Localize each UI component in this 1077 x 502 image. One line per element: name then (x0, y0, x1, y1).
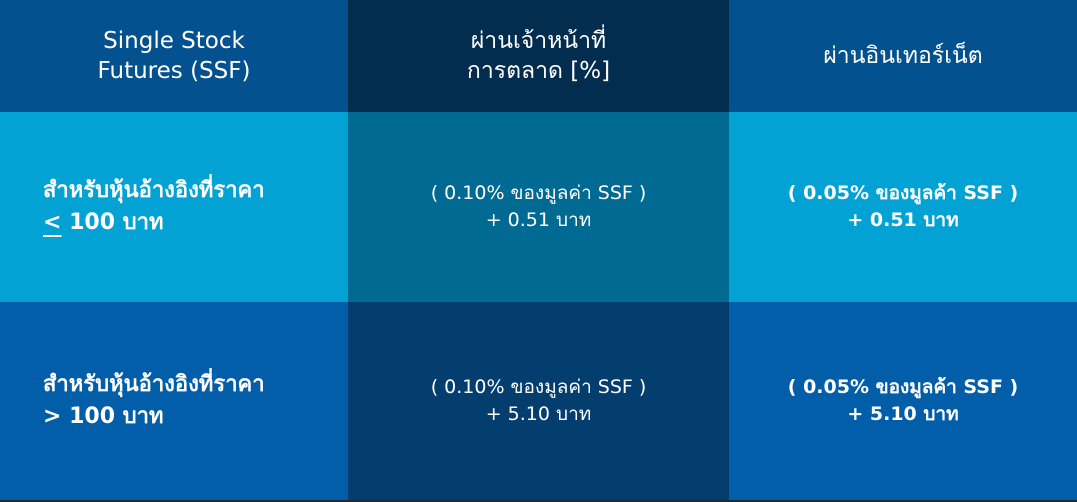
row2-label-line2: > 100 บาท (43, 401, 164, 433)
header-internet-line1: ผ่านอินเทอร์เน็ต (823, 43, 983, 69)
row1-label-line2: < 100 บาท (43, 207, 164, 239)
row2-officer-fee-cell: ( 0.10% ของมูลค่า SSF ) + 5.10 บาท (348, 302, 729, 500)
header-officer-line2: การตลาด [%] (466, 58, 611, 84)
header-product-line2: Futures (SSF) (97, 58, 251, 84)
row1-comparison-symbol: < (43, 210, 62, 235)
row1-officer-fee-line2: + 0.51 บาท (485, 209, 592, 231)
row2-internet-fee-line1: ( 0.05% ของมูลค้า SSF ) (787, 376, 1019, 398)
row2-label-price: 100 บาท (61, 404, 164, 429)
row2-officer-fee-line1: ( 0.10% ของมูลค่า SSF ) (430, 376, 647, 398)
row1-internet-fee-line2: + 0.51 บาท (847, 209, 959, 231)
row2-internet-fee-line2: + 5.10 บาท (847, 403, 959, 425)
row2-officer-fee-line2: + 5.10 บาท (485, 403, 592, 425)
row2-label-cell: สำหรับหุ้นอ้างอิงที่ราคา > 100 บาท (0, 302, 348, 500)
row1-officer-fee-line1: ( 0.10% ของมูลค่า SSF ) (430, 182, 647, 204)
row1-label-line1: สำหรับหุ้นอ้างอิงที่ราคา (43, 178, 265, 203)
row1-internet-fee-cell: ( 0.05% ของมูลค้า SSF ) + 0.51 บาท (729, 112, 1077, 302)
row2-internet-fee-cell: ( 0.05% ของมูลค้า SSF ) + 5.10 บาท (729, 302, 1077, 500)
header-cell-via-internet: ผ่านอินเทอร์เน็ต (729, 0, 1077, 112)
row1-label-price: 100 บาท (61, 210, 164, 235)
header-cell-product: Single Stock Futures (SSF) (0, 0, 348, 112)
row1-internet-fee-line1: ( 0.05% ของมูลค้า SSF ) (787, 182, 1019, 204)
row1-label-cell: สำหรับหุ้นอ้างอิงที่ราคา < 100 บาท (0, 112, 348, 302)
bottom-divider (0, 500, 1077, 502)
header-product-line1: Single Stock (103, 28, 245, 54)
row2-comparison-symbol: > (43, 404, 62, 429)
header-cell-via-officer: ผ่านเจ้าหน้าที่ การตลาด [%] (348, 0, 729, 112)
header-officer-line1: ผ่านเจ้าหน้าที่ (470, 28, 607, 54)
row2-label-line1: สำหรับหุ้นอ้างอิงที่ราคา (43, 372, 265, 397)
row1-officer-fee-cell: ( 0.10% ของมูลค่า SSF ) + 0.51 บาท (348, 112, 729, 302)
